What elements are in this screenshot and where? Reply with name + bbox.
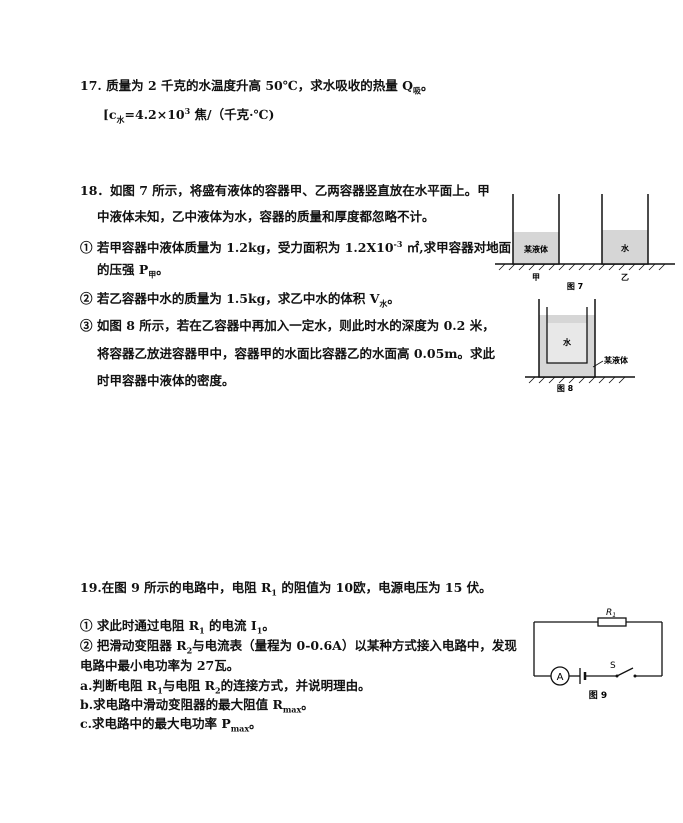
q19-intro: 19.在图 9 所示的电路中，电阻 R1 的阻值为 10欧，电源电压为 15 伏… [80,580,492,601]
switch-label: S [610,661,616,671]
q18-p2-sub: 水 [379,298,388,309]
q17-formula-post: 焦/（千克·℃) [190,107,275,123]
fig8-outer-label: 某液体 [603,355,629,365]
q19-p1-mid: 的电流 I [204,618,257,633]
q19-p1-pre: ① 求此时通过电阻 R [80,618,200,633]
q17-text: 质量为 2 千克的水温度升高 50℃，求水吸收的热量 Q [106,78,413,93]
q19-intro-pre: 19.在图 9 所示的电路中，电阻 R [80,580,272,595]
resistor-r1 [597,617,627,627]
q19-part-b: b.求电路中滑动变阻器的最大阻值 Rmax。 [80,697,314,718]
q19-part2-line2: 电路中最小电功率为 27瓦。 [80,658,240,673]
q18-p2-post: 。 [387,291,400,306]
q19-pc-post: 。 [249,716,262,731]
q19-pa-pre: a.判断电阻 R [80,678,158,693]
q17-formula-mid: =4.2×10 [124,107,185,123]
q19-pc-pre: c.求电路中的最大电功率 P [80,716,231,731]
q17-number: 17. [80,78,102,93]
q17-line1: 17. 质量为 2 千克的水温度升高 50℃，求水吸收的热量 Q吸。 [80,78,434,99]
container-a [512,194,560,265]
fig8-inner-label: 水 [562,337,572,347]
q17-q-sub: 吸 [412,85,421,96]
q19-p2-sub: 2 [186,645,193,656]
ammeter-label: A [557,672,564,683]
figure-8: 水 某液体 图 8 [525,299,635,393]
fig8-inner-liquid [547,323,587,363]
fig8-inner-container [546,307,588,364]
q19-pb-sub: max [282,704,302,715]
q17-formula-sub: 水 [116,114,125,125]
q19-part1: ① 求此时通过电阻 R1 的电流 I1。 [80,618,275,639]
switch-s [616,667,634,677]
fig8-caption: 图 8 [557,384,574,393]
container-b-liquid [602,230,648,264]
q18-part1-line2: 的压强 P甲。 [97,262,169,283]
fig8-outer-container [538,299,596,378]
q19-pb-pre: b.求电路中滑动变阻器的最大阻值 R [80,697,283,712]
q19-part2: ② 把滑动变阻器 R2与电流表（量程为 0-0.6A）以某种方式接入电路中，发现 [80,638,517,659]
q19-intro-post: 的阻值为 10欧，电源电压为 15 伏。 [276,580,492,595]
fig7-liquid-b-label: 水 [620,243,630,253]
q19-part-a: a.判断电阻 R1与电阻 R2的连接方式，并说明理由。 [80,678,371,699]
q19-pc-sub: max [230,723,250,734]
q18-p1-line2-sub: 甲 [148,269,157,280]
q19-pa-post: 的连接方式，并说明理由。 [220,678,371,693]
q19-pa-sub: 1 [157,685,163,696]
q18-intro-2: 中液体未知，乙中液体为水，容器的质量和厚度都忽略不计。 [97,209,435,224]
fig7-label-a: 甲 [532,273,540,282]
resistor-r1-label: R1 [606,608,616,619]
q17-formula-pre: [c [103,107,117,123]
q17-formula: [c水=4.2×103 焦/（千克·℃) [103,103,274,128]
q18-p1-sup: -3 [393,239,403,249]
figure-9: R1 A S 图 9 [533,608,663,701]
q19-p1-post: 。 [262,618,275,633]
q19-p1-sub2: 1 [256,625,263,636]
fig9-caption: 图 9 [589,690,607,701]
q17-formula-sup: 3 [184,106,191,116]
q18-part3-line3: 时甲容器中液体的密度。 [97,373,235,388]
q18-p1-line2-post: 。 [156,262,169,277]
fig7-label-b: 乙 [621,273,629,282]
q18-intro-1: 18．如图 7 所示，将盛有液体的容器甲、乙两容器竖直放在水平面上。甲 [80,183,490,198]
q18-p1-line2-pre: 的压强 P [97,262,149,277]
container-a-liquid [513,232,559,264]
q19-p1-sub: 1 [199,625,205,636]
q18-p1-pre: ① 若甲容器中液体质量为 1.2kg，受力面积为 1.2X10 [80,240,394,256]
q19-pb-post: 。 [301,697,314,712]
q17-end: 。 [420,78,434,93]
q19-pa-sub2: 2 [215,685,221,696]
figure-7: 某液体 水 甲 乙 图 7 [495,194,675,291]
q18-part3-line1: ③ 如图 8 所示，若在乙容器中再加入一定水，则此时水的深度为 0.2 米， [80,318,495,333]
q18-part3-line2: 将容器乙放进容器甲中，容器甲的水面比容器乙的水面高 0.05m。求此 [97,346,496,361]
q18-p1-post: ㎡,求甲容器对地面 [402,240,512,256]
q19-part-c: c.求电路中的最大电功率 Pmax。 [80,716,262,737]
q18-p2-pre: ② 若乙容器中水的质量为 1.5kg，求乙中水的体积 V [80,291,380,306]
container-b [601,194,649,265]
fig7-caption: 图 7 [567,282,583,291]
fig7-liquid-a-label: 某液体 [523,244,549,254]
q19-intro-sub: 1 [271,587,277,598]
q19-p2-post: 与电流表（量程为 0-0.6A）以某种方式接入电路中，发现 [192,638,517,653]
q19-p2-pre: ② 把滑动变阻器 R [80,638,187,653]
q19-pa-mid: 与电阻 R [162,678,216,693]
q18-part2: ② 若乙容器中水的质量为 1.5kg，求乙中水的体积 V水。 [80,291,400,312]
q18-part1: ① 若甲容器中液体质量为 1.2kg，受力面积为 1.2X10-3 ㎡,求甲容器… [80,236,511,256]
